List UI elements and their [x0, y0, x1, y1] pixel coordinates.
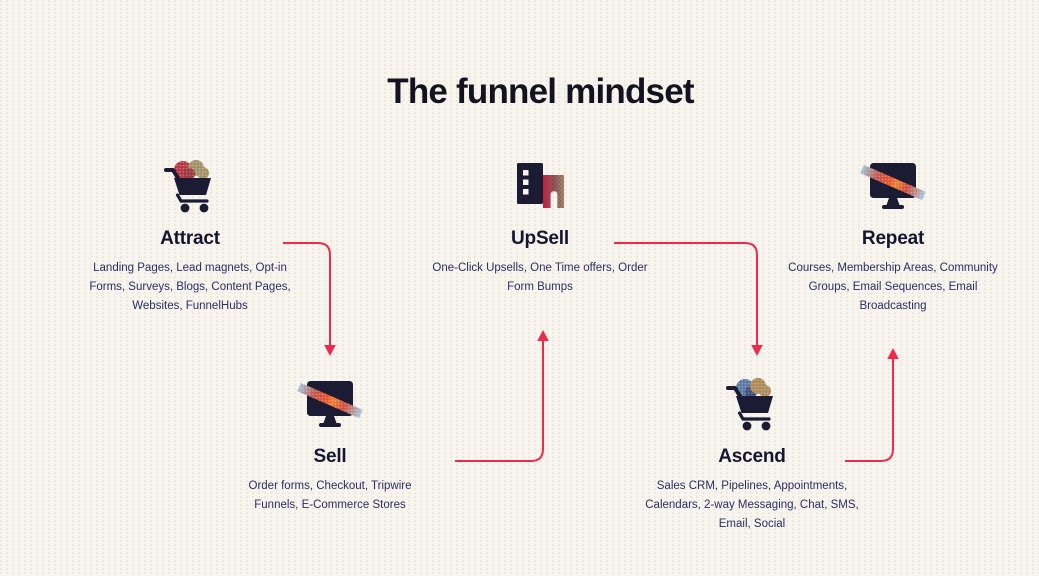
funnel-stage-sell: Sell Order forms, Checkout, Tripwire Fun… — [210, 376, 450, 515]
stage-description-attract: Landing Pages, Lead magnets, Opt-in Form… — [89, 262, 291, 312]
stage-title-sell: Sell — [313, 446, 347, 467]
stage-description-ascend: Sales CRM, Pipelines, Appointments, Cale… — [645, 480, 859, 530]
monitor-icon — [296, 376, 364, 432]
flow-arrow-sell-to-upsell — [455, 341, 544, 462]
stage-title-attract: Attract — [160, 228, 220, 249]
funnel-stage-attract: Attract Landing Pages, Lead magnets, Opt… — [70, 158, 310, 316]
stage-title-upsell: UpSell — [511, 228, 569, 249]
stage-title-ascend: Ascend — [718, 446, 786, 467]
monitor-icon — [859, 158, 927, 214]
cart-items — [734, 377, 774, 398]
stage-title-repeat: Repeat — [861, 228, 925, 249]
shopping-cart-icon — [160, 158, 220, 214]
stage-description-upsell: One-Click Upsells, One Time offers, Orde… — [432, 262, 648, 293]
stage-description-sell: Order forms, Checkout, Tripwire Funnels,… — [248, 480, 412, 511]
shopping-cart-icon — [722, 376, 782, 432]
arrowhead-up-icon — [887, 348, 899, 359]
stage-description-repeat: Courses, Membership Areas, Community Gro… — [788, 262, 998, 312]
buildings-icon — [512, 158, 568, 214]
arrowhead-up-icon — [537, 330, 549, 341]
page-title: The funnel mindset — [387, 72, 694, 111]
cart-items — [172, 159, 212, 180]
funnel-stage-upsell: UpSell One-Click Upsells, One Time offer… — [420, 158, 660, 297]
arrowhead-down-icon — [324, 345, 336, 356]
funnel-stage-ascend: Ascend Sales CRM, Pipelines, Appointment… — [632, 376, 872, 534]
funnel-stage-repeat: Repeat Courses, Membership Areas, Commun… — [773, 158, 1013, 316]
arrowhead-down-icon — [751, 345, 763, 356]
